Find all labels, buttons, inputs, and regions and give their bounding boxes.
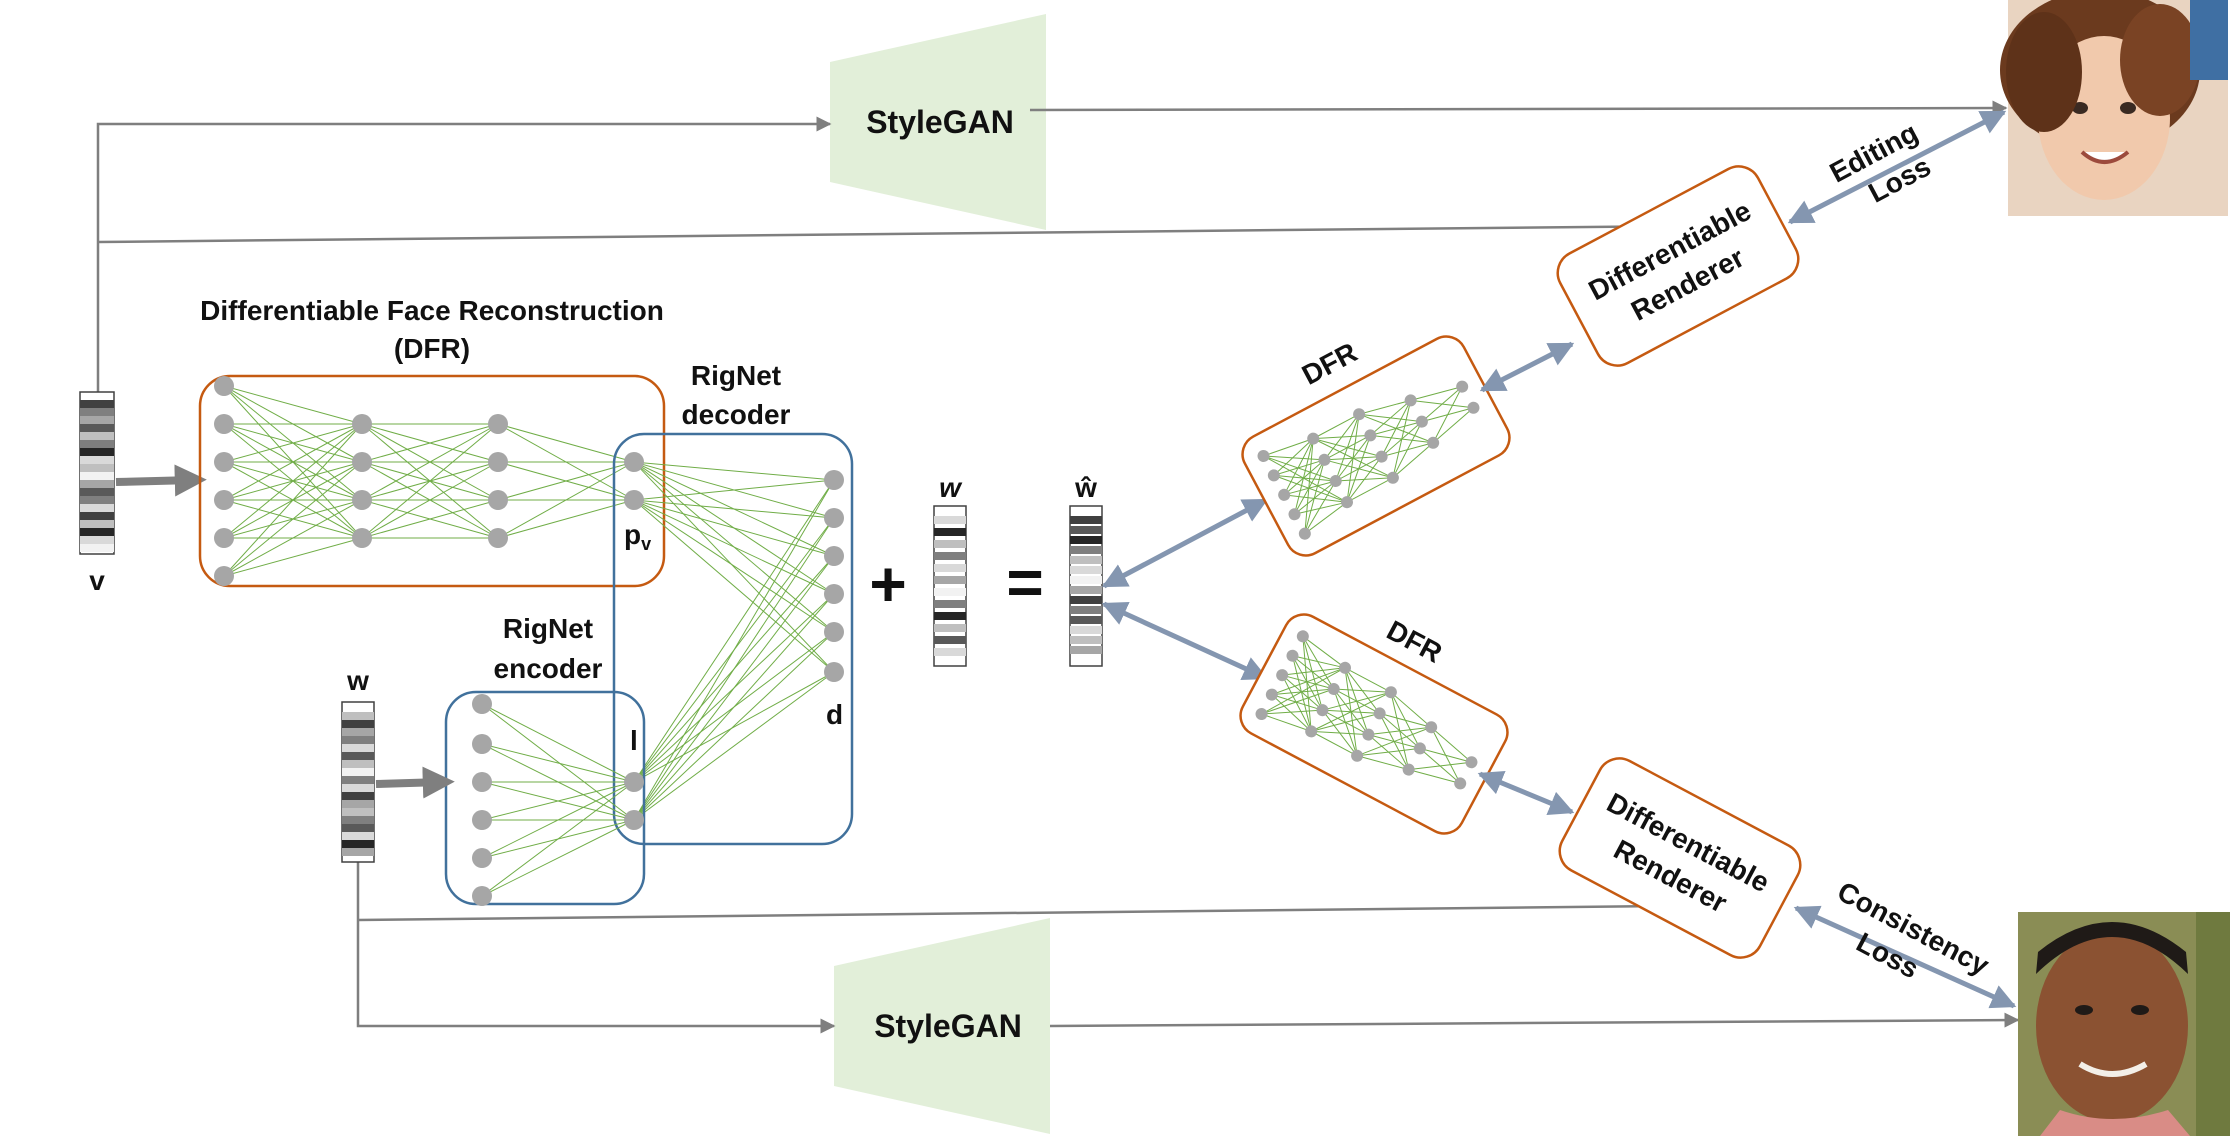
network-edge [224, 462, 362, 576]
network-node [472, 810, 492, 830]
v-latent-vector [80, 392, 114, 554]
network-node [488, 490, 508, 510]
stylegan-top-label: StyleGAN [866, 104, 1014, 140]
dfr-title-line1: Differentiable Face Reconstruction [200, 295, 664, 326]
w-latent-vector [342, 702, 374, 862]
w-to-encoder-arrow [376, 782, 442, 784]
v-label: v [89, 565, 105, 596]
network-node [824, 546, 844, 566]
network-node [488, 414, 508, 434]
w-mid-latent-vector [934, 506, 966, 666]
network-edge [482, 744, 634, 782]
w-hat-latent-vector [1070, 506, 1102, 666]
w-hat-label: ŵ [1074, 472, 1097, 503]
network-edge [634, 672, 834, 820]
network-node [824, 470, 844, 490]
child-face-photo [2000, 0, 2228, 216]
network-node [624, 452, 644, 472]
network-node [624, 772, 644, 792]
network-node [214, 376, 234, 396]
stylegan-bottom-label: StyleGAN [874, 1008, 1022, 1044]
network-node [824, 584, 844, 604]
network-edge [634, 594, 834, 820]
v-to-dfr-arrow [116, 480, 194, 482]
rignet-encoder-line1: RigNet [503, 613, 593, 644]
network-edge [482, 704, 634, 782]
network-node [214, 566, 234, 586]
dfr-lower-block [1234, 608, 1515, 841]
network-node [472, 694, 492, 714]
dfr-upper-to-renderer [1482, 344, 1572, 390]
pv-label: pv [624, 519, 651, 554]
d-label: d [826, 699, 843, 730]
dfr-box [200, 376, 664, 586]
network-edge [224, 386, 362, 424]
network-node [824, 508, 844, 528]
network-node [352, 452, 372, 472]
renderer-lower-block: Differentiable Renderer [1552, 751, 1808, 966]
network-node [488, 528, 508, 548]
rignet-decoder-box [614, 434, 852, 844]
dfr-title-line2: (DFR) [394, 333, 470, 364]
network-node [472, 848, 492, 868]
what-to-dfr-lower [1104, 604, 1266, 678]
network-node [472, 772, 492, 792]
man-face-photo [2018, 912, 2230, 1136]
plus-sign: + [869, 548, 906, 620]
network-edge [498, 424, 634, 462]
network-node [214, 414, 234, 434]
rignet-decoder-line2: decoder [682, 399, 791, 430]
dfr-upper-block [1236, 330, 1517, 563]
dfr-lower-to-renderer [1480, 774, 1572, 812]
dfr-network [224, 386, 634, 576]
network-node [472, 886, 492, 906]
w-mid-label: w [939, 472, 963, 503]
network-node [624, 810, 644, 830]
network-edge [482, 782, 634, 896]
network-node [214, 528, 234, 548]
l-label: l [630, 725, 638, 756]
network-node [352, 414, 372, 434]
network-edge [634, 500, 834, 632]
network-node [472, 734, 492, 754]
network-node [624, 490, 644, 510]
network-edge [482, 704, 634, 820]
what-to-dfr-upper [1104, 500, 1266, 586]
network-node [488, 452, 508, 472]
network-node [824, 662, 844, 682]
network-edge [482, 820, 634, 896]
rignet-encoder-network [482, 704, 634, 896]
network-edge [224, 538, 362, 576]
network-node [214, 490, 234, 510]
network-node [824, 622, 844, 642]
network-node [352, 490, 372, 510]
equals-sign: = [1006, 546, 1043, 618]
network-edge [634, 632, 834, 820]
network-node [214, 452, 234, 472]
w-label: w [346, 665, 369, 696]
renderer-upper-block: Differentiable Renderer [1550, 159, 1806, 374]
rignet-decoder-line1: RigNet [691, 360, 781, 391]
network-edge [634, 462, 834, 672]
network-node [352, 528, 372, 548]
rignet-encoder-line2: encoder [494, 653, 603, 684]
